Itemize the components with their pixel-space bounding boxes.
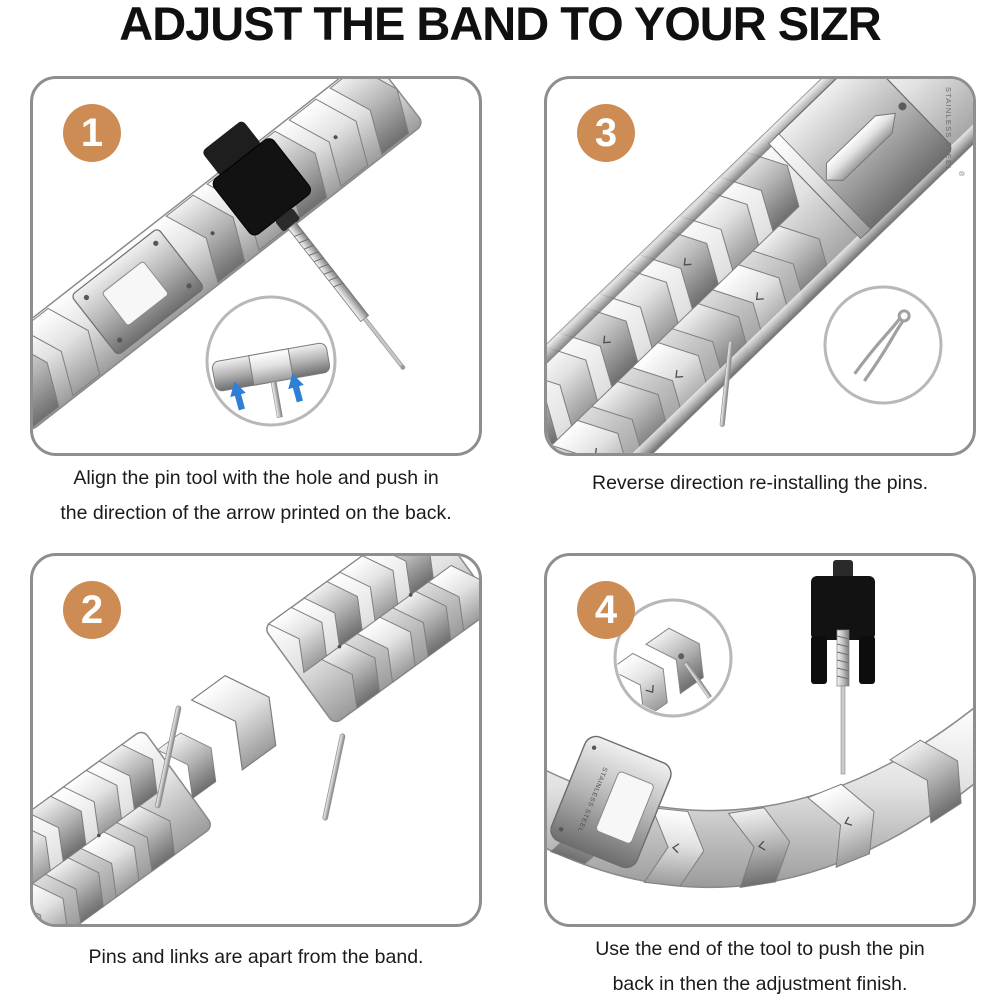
- loose-pin: [719, 340, 734, 427]
- deployment-clasp: STAINLESS STEEL: [550, 735, 672, 869]
- deployment-clasp: [768, 79, 952, 240]
- magnifier-inset: [613, 598, 733, 718]
- step-caption-2: Pins and links are apart from the band.: [18, 940, 494, 975]
- caption-line: Reverse direction re-installing the pins…: [592, 472, 928, 494]
- step-caption-3: Reverse direction re-installing the pins…: [534, 466, 986, 501]
- magnifier-inset: [823, 285, 943, 405]
- caption-line: back in then the adjustment finish.: [612, 973, 908, 995]
- loose-pin: [155, 705, 182, 809]
- caption-line: the direction of the arrow printed on th…: [60, 502, 452, 524]
- band-stamp-text: STAINLESS STEEL: [944, 87, 953, 172]
- step-caption-1: Align the pin tool with the hole and pus…: [18, 461, 494, 531]
- split-pin-icon: [853, 309, 911, 382]
- step-panel-2: 2: [30, 553, 482, 927]
- pin-removal-tool-icon: [203, 121, 406, 370]
- pin-pusher-tool-icon: [811, 560, 875, 775]
- curved-band: STAINLESS STEEL: [547, 707, 973, 889]
- registered-mark: ®: [957, 171, 965, 177]
- step-panel-3: STAINLESS STEEL ® 3: [544, 76, 976, 456]
- watch-band: [547, 79, 973, 453]
- loose-pin: [322, 733, 346, 821]
- band-segment-upper: [266, 556, 479, 723]
- magnifier-inset: [205, 295, 337, 427]
- butterfly-clasp: [72, 229, 204, 355]
- step2-illustration: [33, 556, 479, 924]
- page-title: ADJUST THE BAND TO YOUR SIZR: [119, 0, 882, 50]
- step-number-badge: 3: [577, 104, 635, 162]
- step-number-badge: 2: [63, 581, 121, 639]
- link-pin: [270, 380, 283, 419]
- step-number-badge: 1: [63, 104, 121, 162]
- caption-line: Pins and links are apart from the band.: [88, 946, 424, 968]
- step-caption-4: Use the end of the tool to push the pin …: [534, 932, 986, 1000]
- step3-illustration: STAINLESS STEEL ®: [547, 79, 973, 453]
- caption-line: Align the pin tool with the hole and pus…: [73, 467, 439, 489]
- caption-line: Use the end of the tool to push the pin: [595, 938, 925, 960]
- step-number-badge: 4: [577, 581, 635, 639]
- band-segment-lower: [33, 731, 211, 924]
- link-pin: [683, 661, 712, 699]
- watch-band: [33, 79, 424, 430]
- step4-illustration: STAINLESS STEEL: [547, 560, 973, 889]
- step-panel-1: 1: [30, 76, 482, 456]
- step1-illustration: [33, 79, 424, 430]
- step-panel-4: STAINLESS STEEL: [544, 553, 976, 927]
